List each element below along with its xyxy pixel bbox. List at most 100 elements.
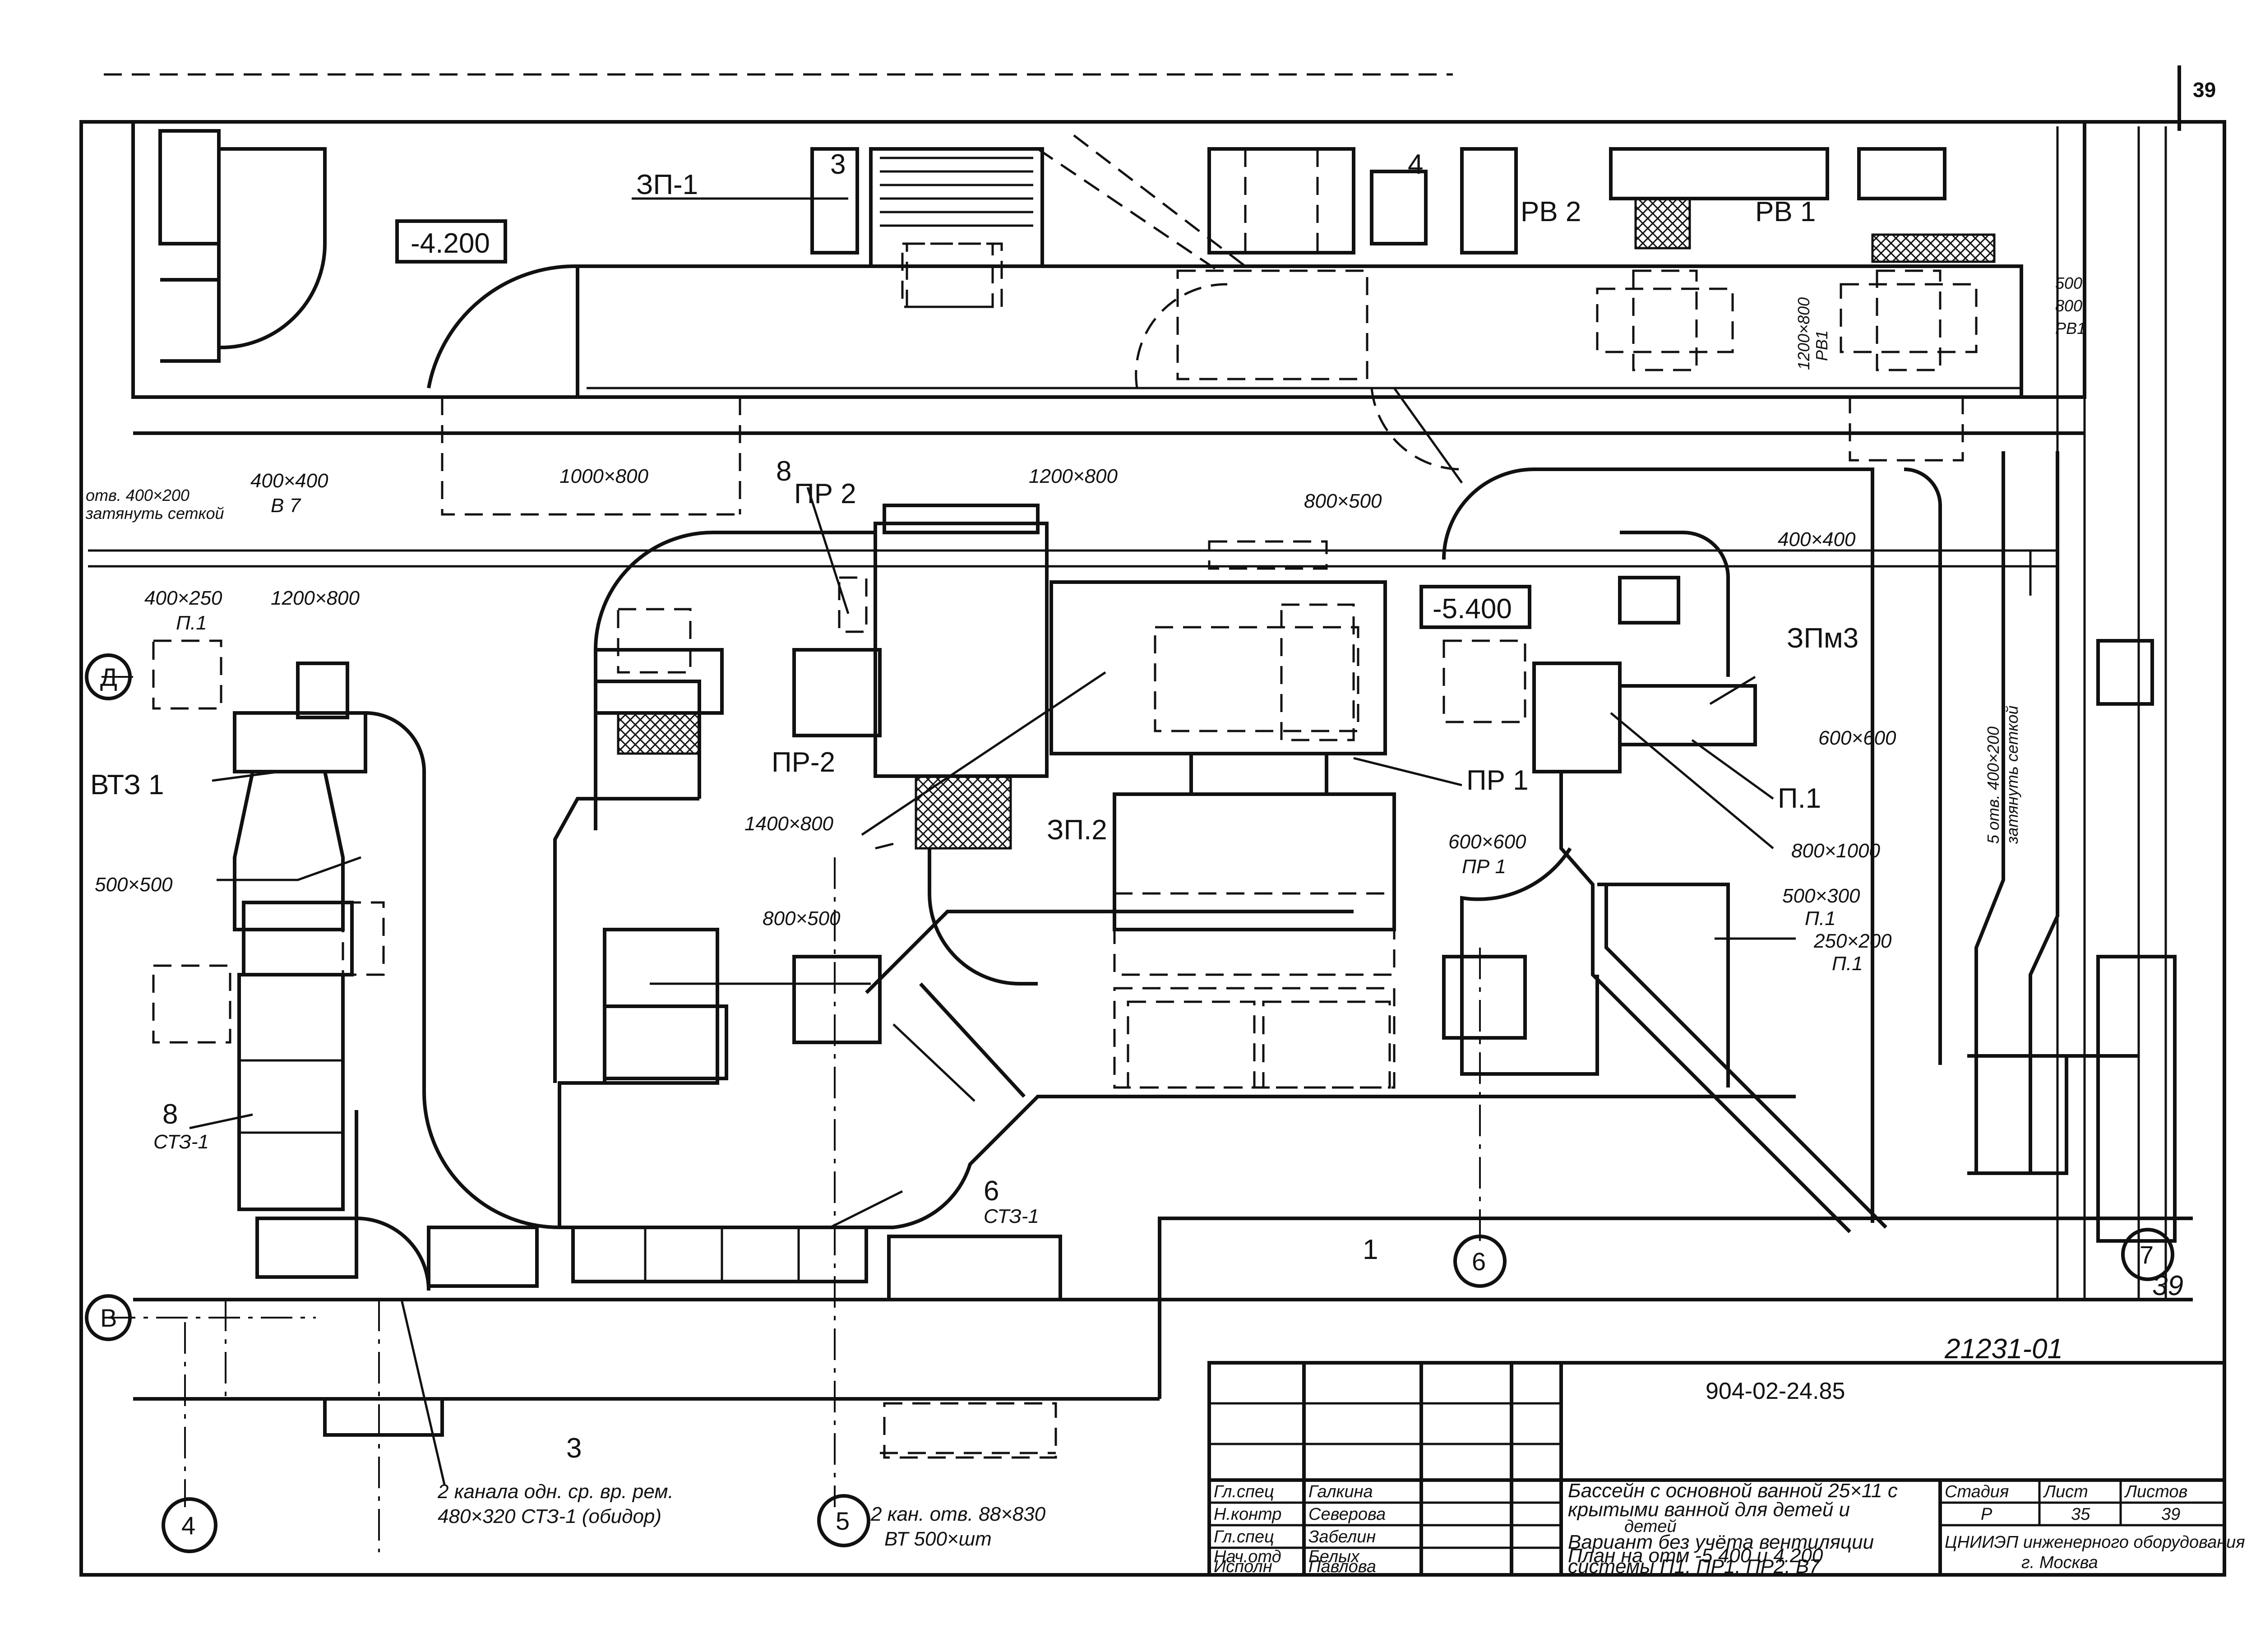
central-duct-loop: [422, 531, 1796, 1229]
axis-7-label: 7: [2140, 1240, 2154, 1269]
duct-1200x800-v: 1200×800: [1794, 297, 1813, 370]
note-channels-1: 2 канала одн. ср. вр. рем.: [437, 1481, 674, 1503]
duct-500x300: 500×300: [1782, 885, 1860, 907]
label-zp3: ЗПм3: [1787, 623, 1858, 654]
tb-row-5-role: Исполн: [1214, 1557, 1272, 1576]
tb-row-5-name: Павлова: [1308, 1557, 1376, 1576]
tb-sheet-hdr: Лист: [2043, 1482, 2088, 1501]
duct-1000x800: 1000×800: [559, 465, 649, 487]
axis-b-label: В: [100, 1304, 117, 1332]
label-vtz1: ВТЗ 1: [90, 769, 164, 801]
label-zp1: ЗП-1: [636, 169, 698, 200]
duct-800x500-b: 800×500: [763, 907, 841, 930]
label-pr2-top: ПР 2: [794, 478, 856, 509]
label-pr1: ПР 1: [1466, 765, 1529, 796]
grid-lines: [102, 676, 1481, 1552]
tb-desc-3: детей: [1624, 1517, 1677, 1536]
tb-org-1: ЦНИИЭП инженерного оборудования: [1945, 1533, 2245, 1552]
duct-800x500-a: 800×500: [1304, 490, 1382, 512]
tb-row-2-name: Северова: [1308, 1505, 1386, 1524]
tb-org-2: г. Москва: [2021, 1553, 2098, 1572]
section-3-top: 3: [830, 149, 846, 180]
axis-6-label: 6: [1472, 1247, 1486, 1276]
duct-1400x800: 1400×800: [744, 813, 834, 835]
duct-250x200-sub: П.1: [1832, 953, 1863, 975]
label-p1: П.1: [1778, 783, 1821, 814]
label-st3-1b: СТЗ-1: [984, 1205, 1039, 1227]
duct-800x1000: 800×1000: [1791, 840, 1881, 862]
right-system: [1442, 396, 2139, 1233]
level-lower: -5.400: [1433, 593, 1512, 625]
bottom-ducts: [323, 1226, 1062, 1459]
tb-sheet: 35: [2071, 1505, 2090, 1524]
tb-row-4-role: Нач.отд: [1214, 1547, 1281, 1566]
axis-4-label: 4: [181, 1511, 195, 1540]
duct-500: 500: [2055, 274, 2082, 292]
duct-600x600-b-sub: ПР 1: [1462, 856, 1506, 878]
label-rv2: РВ 2: [1521, 196, 1581, 227]
tb-desc-6: системы П1, ПР1, ПР2, В7: [1568, 1555, 1821, 1578]
label-rv1: РВ 1: [1755, 196, 1816, 227]
tb-row-2-role: Н.контр: [1214, 1505, 1281, 1524]
axis-5-label: 5: [836, 1507, 850, 1535]
zp1-unit: [810, 134, 1518, 308]
note-opening-left-1: отв. 400×200: [86, 486, 190, 504]
note-opening-right-2: затянуть сеткой: [2003, 705, 2021, 844]
duct-400x250: 400×250: [144, 587, 222, 609]
section-1: 1: [1363, 1234, 1378, 1265]
tb-row-3-role: Гл.спец: [1214, 1527, 1274, 1546]
tb-stage-hdr: Стадия: [1945, 1482, 2009, 1501]
duct-400x400-b: 400×400: [1778, 528, 1856, 551]
tb-desc-4: Вариант без учёта вентиляции: [1568, 1531, 1874, 1553]
note-opening-left-2: затянуть сеткой: [85, 504, 224, 523]
center-unit: [792, 504, 1396, 1089]
axis-bubbles: [85, 653, 2174, 1553]
duct-500x800-sub: РВ1: [2055, 319, 2086, 338]
upper-left-duct: [158, 129, 327, 363]
note-bottom-mid-1: 2 кан. отв. 88×830: [870, 1503, 1046, 1525]
tb-sheets: 39: [2161, 1505, 2180, 1524]
detail-ref: 39: [2152, 1270, 2183, 1301]
leader-lines: [189, 197, 2032, 1485]
duct-400x250-sub: П.1: [176, 612, 207, 634]
title-doc-code: 904-02-24.85: [1706, 1378, 1845, 1404]
label-item-8: 8: [776, 456, 791, 487]
note-channels-2: 480×320 СТЗ-1 (обидор): [438, 1505, 661, 1527]
page-number: 39: [2193, 78, 2216, 102]
left-vertical-system: [152, 639, 430, 1291]
duct-500x300-sub: П.1: [1805, 907, 1836, 930]
tb-row-1-role: Гл.спец: [1214, 1482, 1274, 1501]
rv-units: [1596, 147, 1996, 371]
level-upper: -4.200: [411, 228, 490, 259]
upper-main-duct: [427, 242, 2023, 516]
label-st3-1: СТЗ-1: [153, 1131, 209, 1153]
label-pr2: ПР-2: [772, 747, 835, 778]
section-3-bottom: 3: [566, 1433, 582, 1464]
duct-1200x800-a: 1200×800: [1029, 465, 1118, 487]
duct-600x600-b: 600×600: [1448, 831, 1526, 853]
sheet-code: 21231-01: [1944, 1333, 2063, 1365]
note-opening-right-1: 5 отв. 400×200: [1984, 727, 2002, 844]
duct-800: 800: [2055, 296, 2082, 315]
label-item-8-num: 8: [162, 1099, 178, 1130]
duct-250x200: 250×200: [1813, 930, 1892, 952]
tb-desc-5: План на отм -5.400 и 4.200: [1568, 1545, 1823, 1567]
section-4-top: 4: [1408, 149, 1423, 180]
duct-500x500: 500×500: [95, 874, 173, 896]
duct-1200x800-v-sub: РВ1: [1812, 330, 1831, 361]
duct-400x400-sub: В 7: [271, 495, 301, 517]
label-item-6: 6: [984, 1175, 999, 1207]
tb-desc-2: крытыми ванной для детей и: [1568, 1499, 1850, 1521]
duct-600x600-a: 600×600: [1818, 727, 1896, 749]
tb-stage: Р: [1981, 1505, 1992, 1524]
tb-row-3-name: Забелин: [1308, 1527, 1376, 1546]
level-marks: [395, 219, 1531, 629]
duct-400x400-top: 400×400: [250, 470, 328, 492]
label-zp2: ЗП.2: [1047, 814, 1107, 846]
tb-row-4-name: Белых: [1308, 1547, 1360, 1566]
tb-desc-1: Бассейн с основной ванной 25×11 с: [1568, 1480, 1898, 1502]
axis-d-label: Д: [100, 663, 117, 691]
tb-row-1-name: Галкина: [1308, 1482, 1373, 1501]
